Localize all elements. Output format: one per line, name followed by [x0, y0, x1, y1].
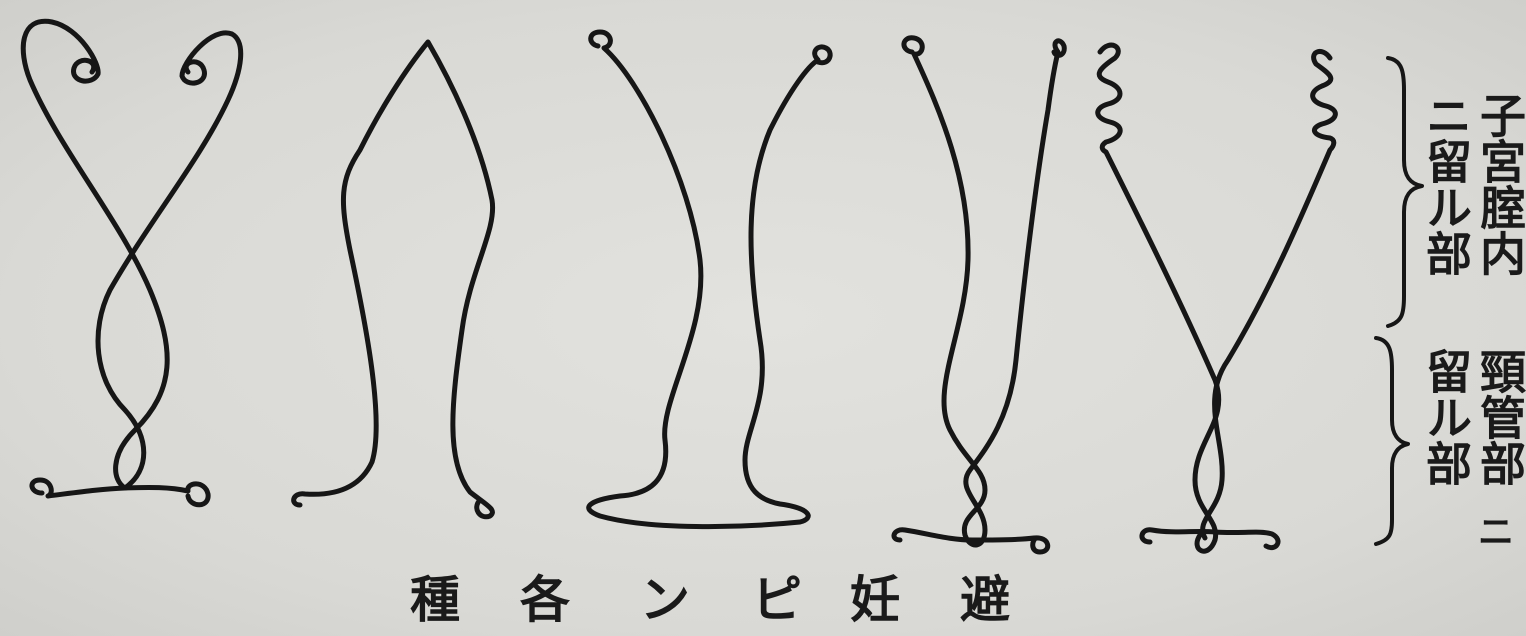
caption-char-1: 種 [410, 572, 460, 628]
pin-1-arm-left [23, 21, 167, 488]
pin-4-frame [904, 38, 1064, 545]
pin-5 [1098, 45, 1336, 551]
pin-5-right-arm [1203, 51, 1336, 538]
pin-3 [589, 32, 830, 527]
label-lower-suffix: ニ [1468, 508, 1524, 556]
label-upper-column-1: 子宮腟内 [1468, 92, 1524, 276]
caption-char-4: ピ [752, 572, 802, 628]
caption-char-3: ン [640, 572, 690, 628]
label-lower-column-2: 留ル部 [1414, 348, 1470, 486]
pin-1-arm-right [98, 33, 241, 488]
lower-brace [1376, 338, 1408, 544]
pin-3-right-eyelet [815, 47, 830, 63]
pin-3-left-leg [589, 32, 818, 527]
caption-char-2: 各 [520, 572, 570, 628]
pin-1 [23, 21, 240, 504]
caption-char-5: 妊 [850, 572, 900, 628]
pin-5-left-arm [1098, 45, 1219, 551]
caption-char-6: 避 [960, 572, 1010, 628]
pin-2-frame [294, 42, 493, 517]
pin-4-foot [894, 530, 1048, 552]
label-lower-column-1: 頸管部 [1468, 348, 1524, 486]
label-upper-column-2: ニ留ル部 [1414, 92, 1470, 276]
pin-4 [894, 38, 1064, 552]
pin-2 [294, 42, 493, 517]
